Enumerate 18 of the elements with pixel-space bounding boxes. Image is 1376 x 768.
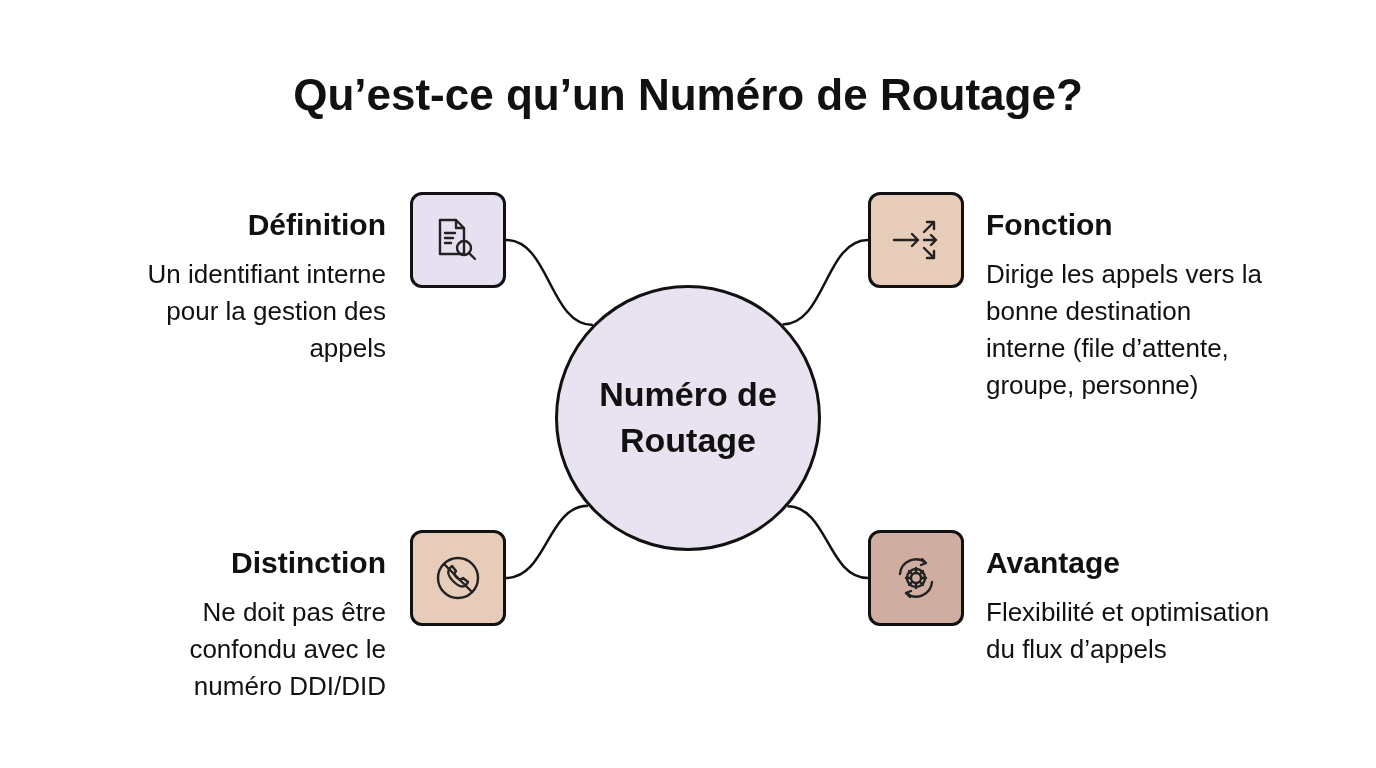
connector-line — [782, 238, 869, 326]
topic-circle: Numéro de Routage — [555, 285, 821, 551]
description-text: Ne doit pas être confondu avec le numéro DDI/DID — [188, 596, 386, 703]
connector-line — [505, 238, 594, 327]
icon-tile — [868, 192, 964, 288]
section-heading: Avantage — [986, 546, 1121, 580]
icon-tile — [410, 530, 506, 626]
description-text: Un identifiant interne pour la gestion des appels — [146, 258, 386, 365]
diagram-title: Qu’est-ce qu’un Numéro de Routage? — [292, 70, 1084, 120]
section-heading: Définition — [246, 208, 386, 242]
section-heading: Distinction — [230, 546, 386, 580]
connector-line — [787, 505, 869, 580]
description-text: Flexibilité et optimisation du flux d’appels — [986, 596, 1271, 666]
connector-line — [505, 504, 589, 580]
icon-tile — [410, 192, 506, 288]
description-text: Dirige les appels vers la bonne destination interne (file d’attente, groupe, personne) — [986, 258, 1263, 402]
section-heading: Fonction — [986, 208, 1114, 242]
icon-tile — [868, 530, 964, 626]
